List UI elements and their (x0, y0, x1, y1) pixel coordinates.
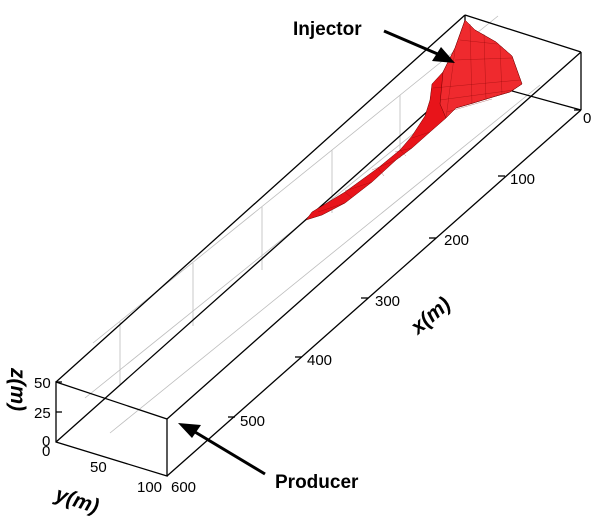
plume-head (439, 19, 523, 119)
box-wireframe (55, 14, 582, 477)
box-front-face (55, 381, 168, 477)
x-tick-label: 0 (583, 110, 591, 127)
z-axis-ticks: 50 25 0 (34, 375, 62, 450)
injector-arrow-line (383, 29, 441, 57)
y-tick-label: 50 (90, 459, 107, 476)
injector-arrowhead (432, 47, 455, 63)
injector-label: Injector (293, 19, 362, 40)
y-tick-label: 100 (137, 479, 162, 496)
producer-label: Producer (275, 472, 359, 493)
edge-bottom-right (166, 109, 582, 477)
x-tick-label: 600 (171, 479, 196, 496)
producer-arrow-line (194, 430, 266, 476)
y-axis-title: y(m) (52, 483, 102, 519)
edge-top-back (464, 14, 582, 53)
y-tick-label: 0 (42, 443, 50, 460)
x-axis-title: x(m) (406, 293, 456, 340)
x-tick-label: 300 (375, 293, 400, 310)
z-tick-label: 50 (34, 375, 51, 392)
co2-plume (305, 19, 523, 221)
x-tick-label: 500 (240, 413, 265, 430)
x-tick-label: 100 (510, 171, 535, 188)
edge-bottom-left (55, 77, 466, 443)
y-axis-ticks: 0 50 100 (42, 443, 162, 496)
callout-arrows (178, 29, 455, 476)
grid-line-bottom-mid (109, 84, 541, 434)
z-tick-label: 25 (34, 405, 51, 422)
edge-top-right (166, 51, 582, 420)
producer-arrowhead (178, 423, 201, 438)
z-tick-label: 0 (42, 433, 50, 450)
x-axis-ticks: 0 100 200 300 400 500 600 (171, 109, 591, 496)
x-tick-label: 400 (307, 352, 332, 369)
x-tick-label: 200 (444, 232, 469, 249)
z-axis-title: z(m) (6, 367, 29, 411)
edge-top-left (55, 14, 466, 383)
